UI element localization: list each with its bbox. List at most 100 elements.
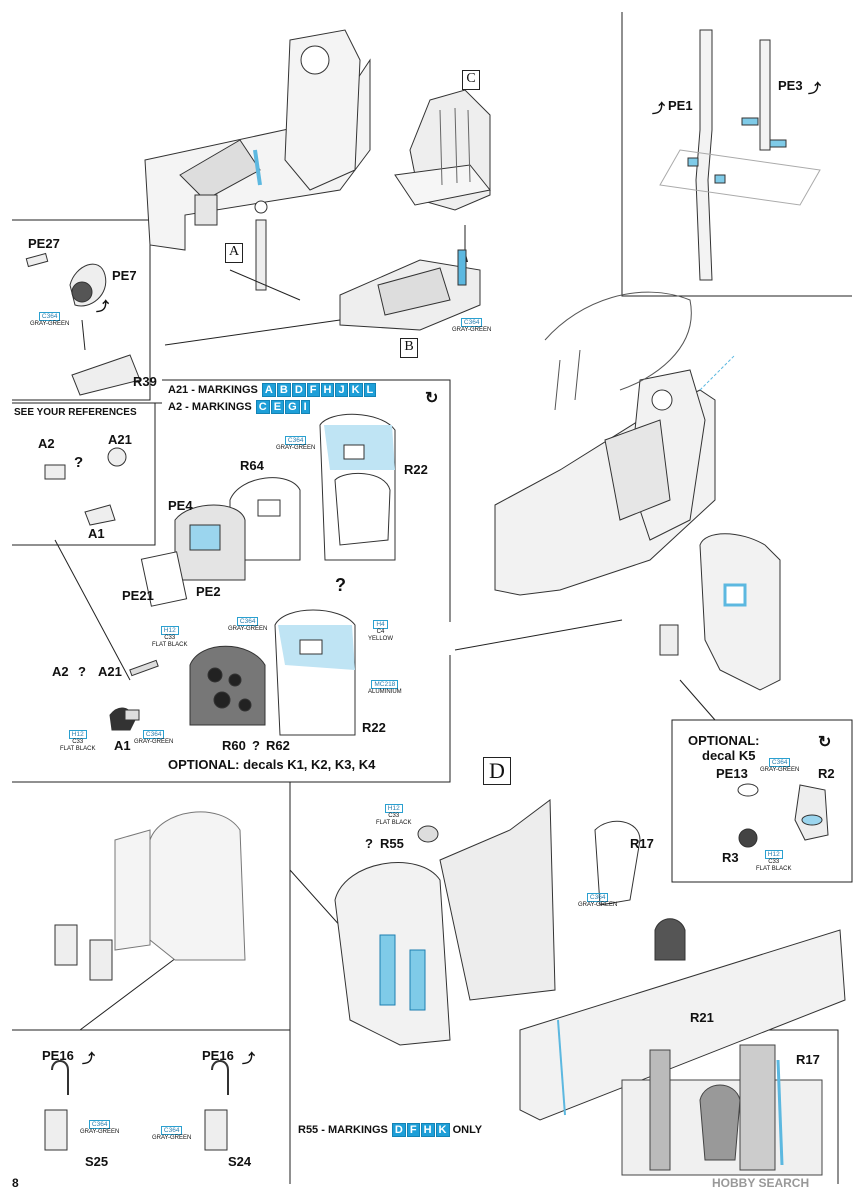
watermark: HOBBY SEARCH	[712, 1176, 810, 1190]
page-number: 8	[12, 1176, 19, 1190]
question-icon: ?	[78, 664, 86, 679]
bend-icon: ⤴	[242, 1051, 256, 1066]
part-label-r17-inset: R17	[796, 1052, 820, 1067]
part-label-r60: R60	[222, 738, 246, 753]
marking-badge: E	[270, 400, 285, 414]
marking-badge: G	[285, 400, 300, 414]
part-label-s25: S25	[85, 1154, 109, 1169]
color-name: YELLOW	[368, 636, 394, 642]
part-label-a2: A2	[38, 436, 55, 451]
marking-badge: H	[320, 383, 335, 397]
color-name: GRAY-GREEN	[452, 327, 492, 333]
color-code: C364	[768, 758, 791, 767]
color-code: H4	[373, 620, 388, 629]
part-label-r2: R2	[818, 766, 835, 781]
question-icon: ?	[335, 575, 346, 595]
marking-badge: H	[420, 1123, 435, 1137]
part-label-a21: A21	[108, 432, 132, 447]
part-label-pe7: PE7	[112, 268, 137, 283]
color-name: FLAT BLACK	[60, 746, 96, 752]
color-code: C364	[88, 1120, 111, 1129]
marking-badge: F	[306, 383, 320, 397]
color-name: GRAY-GREEN	[760, 767, 800, 773]
part-label-r22-lower: R22	[362, 720, 386, 735]
marking-badge: C	[255, 400, 270, 414]
color-code: C33	[388, 813, 400, 819]
color-name: FLAT BLACK	[376, 820, 412, 826]
question-icon: ?	[74, 454, 84, 471]
marking-badge: J	[335, 383, 348, 397]
question-icon: ?	[365, 836, 373, 851]
color-name: GRAY-GREEN	[80, 1129, 120, 1135]
color-code: C33	[768, 859, 780, 865]
color-code: H12	[764, 850, 783, 859]
marking-badge: K	[348, 383, 363, 397]
color-code: C364	[38, 312, 61, 321]
section-label-a: A	[225, 243, 243, 263]
color-code: H12	[68, 730, 87, 739]
bend-icon: ⤴	[808, 81, 822, 96]
markings-a21-prefix: A21 - MARKINGS	[168, 384, 258, 396]
color-name: GRAY-GREEN	[578, 902, 618, 908]
section-label-b: B	[400, 338, 418, 358]
color-code: MC218	[371, 680, 399, 689]
marking-badge: B	[276, 383, 291, 397]
color-name: GRAY-GREEN	[152, 1135, 192, 1141]
part-label-r17: R17	[630, 836, 654, 851]
color-name: GRAY-GREEN	[276, 445, 316, 451]
optional-k5-line2: decal K5	[702, 748, 756, 763]
color-code: C364	[586, 893, 609, 902]
color-code: H12	[384, 804, 403, 813]
part-label-pe27: PE27	[28, 236, 60, 251]
part-label-r62: R62	[266, 738, 290, 753]
part-label-pe21: PE21	[122, 588, 154, 603]
marking-badge: F	[406, 1123, 420, 1137]
r55-suffix: ONLY	[452, 1124, 483, 1136]
color-code: C364	[460, 318, 483, 327]
color-name: FLAT BLACK	[152, 642, 188, 648]
marking-badge: D	[391, 1123, 406, 1137]
section-label-d: D	[483, 757, 511, 785]
rotate-icon: ↻	[818, 734, 832, 751]
part-label-r64: R64	[240, 458, 264, 473]
markings-a2-prefix: A2 - MARKINGS	[168, 401, 252, 413]
part-label-a1: A1	[88, 526, 105, 541]
color-code: C364	[284, 436, 307, 445]
r55-prefix: R55 - MARKINGS	[298, 1124, 388, 1136]
optional-k5-line1: OPTIONAL:	[688, 733, 760, 748]
color-code: C364	[236, 617, 259, 626]
part-label-pe3: PE3	[778, 78, 803, 93]
optional-decals-note: OPTIONAL: decals K1, K2, K3, K4	[168, 757, 376, 772]
part-label-r39: R39	[133, 374, 157, 389]
part-label-s24: S24	[228, 1154, 252, 1169]
part-label-r3: R3	[722, 850, 739, 865]
part-label-pe16-right: PE16	[202, 1048, 234, 1063]
see-references-note: SEE YOUR REFERENCES	[14, 407, 137, 418]
part-label-a21-lower: A21	[98, 664, 122, 679]
part-label-pe4: PE4	[168, 498, 193, 513]
bend-icon: ⤴	[82, 1051, 96, 1066]
color-name: ALUMINIUM	[368, 689, 402, 695]
color-name: GRAY-GREEN	[30, 321, 70, 327]
color-name: GRAY-GREEN	[228, 626, 268, 632]
marking-badge: K	[435, 1123, 450, 1137]
part-label-pe16-left: PE16	[42, 1048, 74, 1063]
marking-badge: I	[300, 400, 310, 414]
bend-icon: ⤴	[652, 101, 666, 116]
bend-icon: ⤴	[96, 299, 110, 314]
